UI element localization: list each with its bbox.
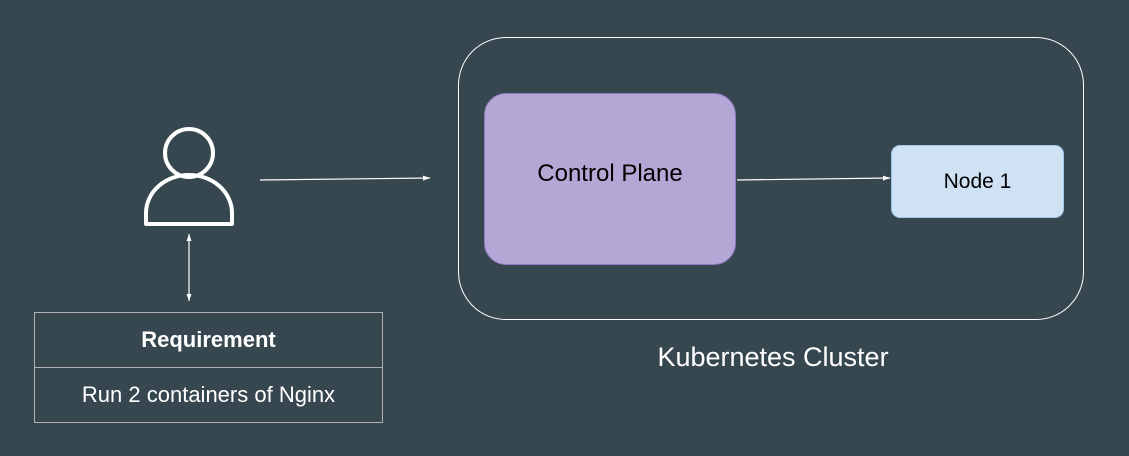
kubernetes-cluster-label: Kubernetes Cluster	[657, 342, 889, 372]
control-plane-to-node-arrow	[736, 175, 891, 181]
user-to-control-plane-arrow	[259, 175, 431, 181]
user-icon	[144, 127, 234, 226]
requirement-table: Requirement Run 2 containers of Nginx	[34, 312, 383, 423]
requirement-header: Requirement	[35, 313, 382, 368]
requirement-value: Run 2 containers of Nginx	[81, 382, 336, 407]
kubernetes-cluster-boundary	[458, 37, 1084, 320]
node-1-box: Node 1	[891, 145, 1064, 218]
control-plane-box: Control Plane	[484, 93, 736, 265]
control-plane-label: Control Plane	[537, 160, 683, 187]
node-1-label: Node 1	[943, 169, 1012, 193]
